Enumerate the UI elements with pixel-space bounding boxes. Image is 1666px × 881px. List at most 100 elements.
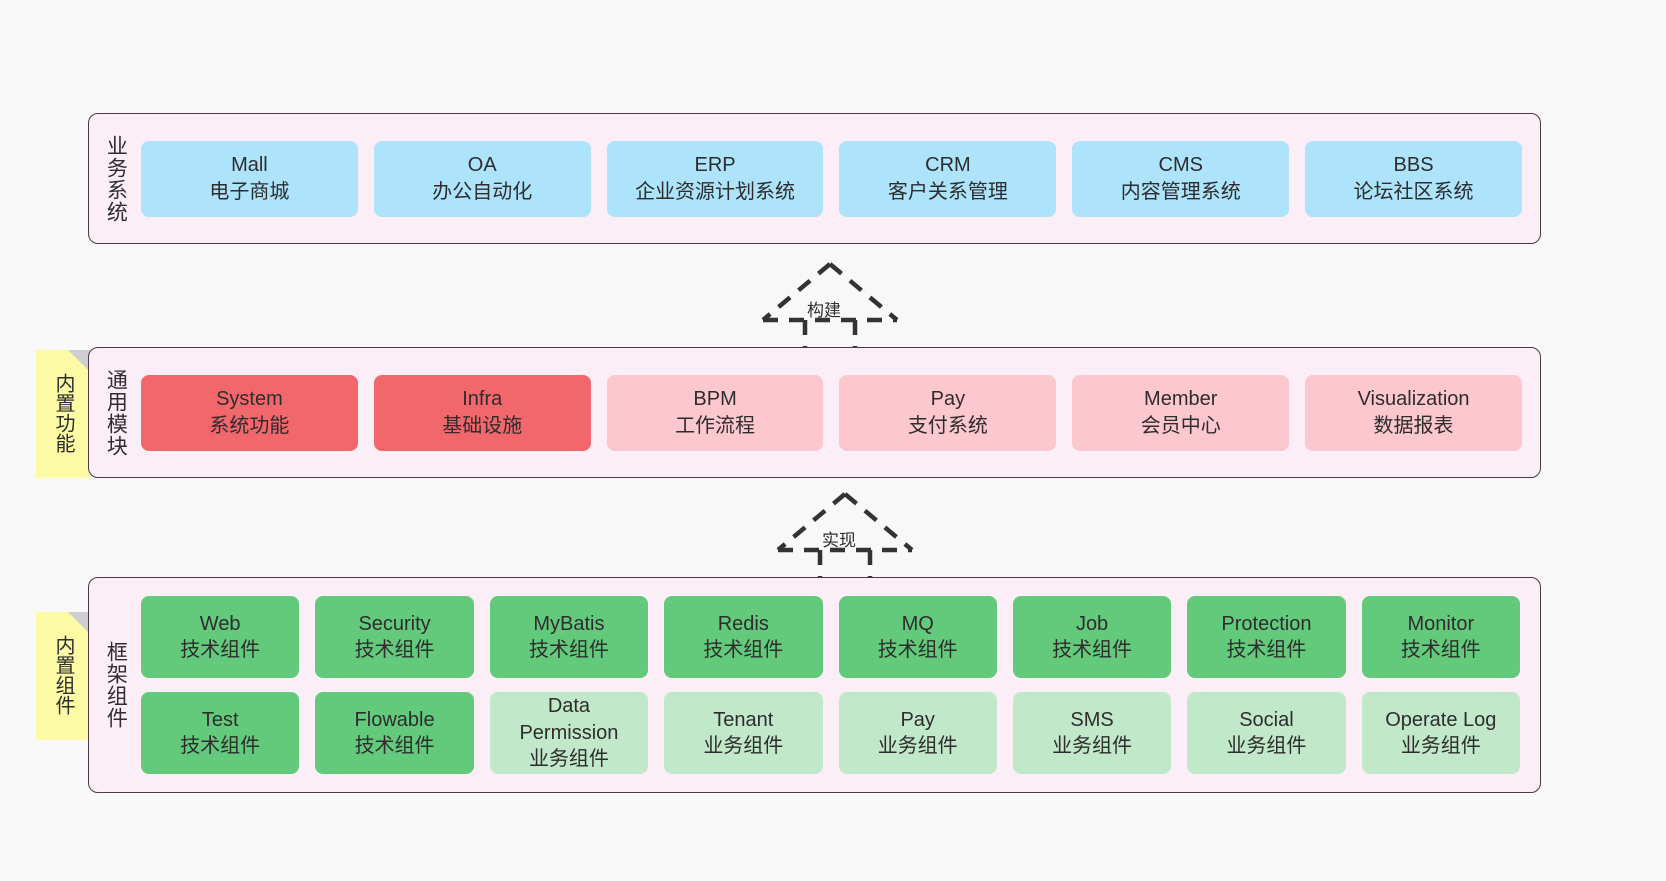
card-title-en: Pay: [930, 388, 966, 411]
card-visualization[interactable]: Visualization 数据报表: [1305, 374, 1522, 451]
card-operate-log[interactable]: Operate Log 业务组件: [1361, 692, 1520, 774]
connector-build-label: 构建: [807, 301, 841, 320]
card-title-cn: 业务组件: [877, 735, 958, 757]
card-title-cn: 支付系统: [907, 414, 988, 437]
card-monitor[interactable]: Monitor 技术组件: [1361, 596, 1520, 678]
card-title-cn: 技术组件: [703, 639, 784, 661]
card-title-en: Job: [1075, 612, 1109, 635]
sticky-note-builtin-components-label: 内置组件: [52, 635, 74, 715]
card-title-en: Web: [199, 612, 241, 635]
sticky-note-builtin-features-label: 内置功能: [52, 373, 74, 453]
card-data-permission[interactable]: Data Permission 业务组件: [489, 692, 649, 774]
card-title-cn: 技术组件: [354, 735, 435, 757]
card-cms[interactable]: CMS 内容管理系统: [1072, 140, 1290, 217]
card-title-cn: 技术组件: [877, 639, 958, 661]
card-title-en: Flowable: [354, 708, 435, 731]
band-title-common: 通用模块: [104, 368, 128, 457]
card-title-en: Mall: [231, 154, 268, 177]
card-sms[interactable]: SMS 业务组件: [1012, 692, 1172, 774]
card-test[interactable]: Test 技术组件: [141, 692, 300, 774]
card-title-cn: 技术组件: [528, 639, 609, 661]
connector-implement-arrow: 实现: [770, 488, 920, 578]
connector-build-arrow: 构建: [755, 258, 905, 348]
card-title-en: Test: [201, 708, 239, 731]
card-title-en: MyBatis: [533, 612, 605, 635]
card-bpm[interactable]: BPM 工作流程: [606, 374, 824, 451]
card-title-cn: 技术组件: [1400, 639, 1481, 661]
card-mall[interactable]: Mall 电子商城: [141, 140, 358, 217]
card-title-en: BBS: [1393, 154, 1434, 177]
card-title-cn: 工作流程: [675, 414, 756, 437]
card-title-cn: 技术组件: [1052, 639, 1133, 661]
card-title-cn: 数据报表: [1373, 414, 1454, 437]
card-title-en: Operate Log: [1385, 708, 1497, 731]
card-title-cn: 业务组件: [1400, 735, 1481, 757]
card-title-cn: 基础设施: [442, 414, 523, 437]
card-title-en: BPM: [693, 388, 737, 411]
card-mybatis[interactable]: MyBatis 技术组件: [489, 596, 649, 678]
card-title-en: Visualization: [1357, 388, 1470, 411]
band-title-framework: 框架组件: [104, 641, 128, 729]
card-title-en: Infra: [462, 388, 503, 411]
card-title-cn: 内容管理系统: [1120, 180, 1241, 203]
card-title-en: Social: [1239, 708, 1294, 731]
card-redis[interactable]: Redis 技术组件: [664, 596, 823, 678]
card-title-cn: 电子商城: [209, 180, 290, 203]
card-title-cn: 技术组件: [180, 735, 261, 757]
card-title-cn: 客户关系管理: [887, 180, 1008, 203]
card-title-en: CRM: [925, 154, 971, 177]
card-title-cn: 业务组件: [1052, 735, 1133, 757]
card-protection[interactable]: Protection 技术组件: [1187, 596, 1346, 678]
card-title-cn: 技术组件: [354, 639, 435, 661]
card-title-cn: 业务组件: [528, 748, 609, 771]
card-title-en: Member: [1144, 388, 1218, 411]
card-crm[interactable]: CRM 客户关系管理: [839, 140, 1057, 217]
card-title-cn: 技术组件: [1226, 639, 1307, 661]
sticky-note-builtin-features: 内置功能: [36, 350, 90, 478]
card-job[interactable]: Job 技术组件: [1012, 596, 1172, 678]
card-title-en: ERP: [694, 154, 736, 177]
card-web[interactable]: Web 技术组件: [141, 596, 300, 678]
card-title-en: Tenant: [713, 708, 774, 731]
card-title-en: MQ: [901, 612, 934, 635]
card-flowable[interactable]: Flowable 技术组件: [315, 692, 474, 774]
card-title-en: Data Permission: [519, 695, 619, 744]
card-title-cn: 业务组件: [1226, 735, 1307, 757]
card-pay[interactable]: Pay 业务组件: [838, 692, 997, 774]
card-infra[interactable]: Infra 基础设施: [373, 374, 591, 451]
card-title-cn: 技术组件: [180, 639, 261, 661]
card-security[interactable]: Security 技术组件: [315, 596, 474, 678]
card-title-en: Redis: [717, 612, 769, 635]
card-title-en: Protection: [1221, 612, 1312, 635]
card-title-en: Monitor: [1407, 612, 1475, 635]
card-title-en: Pay: [900, 708, 935, 731]
card-title-en: Security: [358, 612, 431, 635]
band-title-business: 业务系统: [104, 134, 128, 223]
card-title-en: CMS: [1158, 154, 1203, 177]
card-title-en: System: [216, 388, 283, 411]
card-oa[interactable]: OA 办公自动化: [373, 140, 591, 217]
card-social[interactable]: Social 业务组件: [1187, 692, 1346, 774]
card-title-en: OA: [467, 154, 497, 177]
card-title-en: SMS: [1070, 708, 1114, 731]
card-bbs[interactable]: BBS 论坛社区系统: [1305, 140, 1522, 217]
card-pay[interactable]: Pay 支付系统: [839, 374, 1057, 451]
card-row: Test 技术组件 Flowable 技术组件 Data Permission 业务组件 T…: [141, 692, 1520, 774]
card-title-cn: 论坛社区系统: [1353, 180, 1474, 203]
card-title-cn: 办公自动化: [432, 180, 533, 203]
sticky-note-builtin-components: 内置组件: [36, 612, 90, 740]
card-mq[interactable]: MQ 技术组件: [838, 596, 997, 678]
